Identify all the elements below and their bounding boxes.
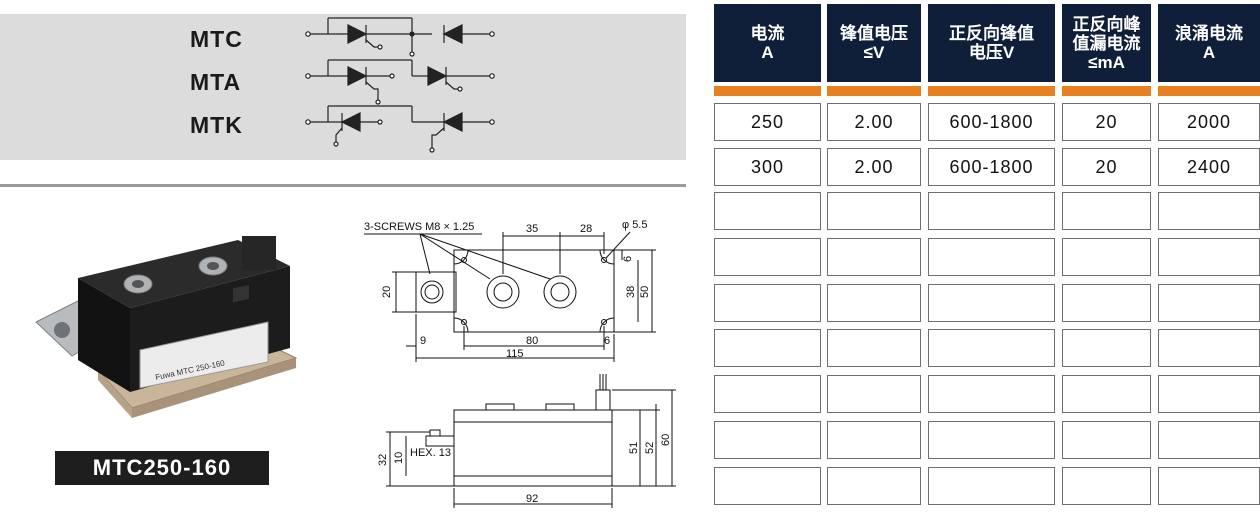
dim-32: 32 bbox=[377, 454, 389, 466]
table-cell bbox=[1158, 375, 1260, 413]
header-accent-bar bbox=[714, 86, 821, 96]
table-cell bbox=[1062, 284, 1151, 322]
table-cell bbox=[1158, 284, 1260, 322]
dim-10: 10 bbox=[393, 452, 405, 464]
table-cell bbox=[827, 467, 921, 505]
mtk-schematic bbox=[305, 105, 495, 153]
table-cell: 2000 bbox=[1158, 103, 1260, 141]
type-label-mta: MTA bbox=[190, 69, 242, 95]
table-cell bbox=[1062, 329, 1151, 367]
header-accent-bar bbox=[827, 86, 921, 96]
table-cell: 300 bbox=[714, 148, 821, 186]
table-cell: 250 bbox=[714, 103, 821, 141]
screws-note: 3-SCREWS M8 × 1.25 bbox=[364, 221, 474, 233]
table-cell bbox=[714, 284, 821, 322]
header-accent-bar bbox=[928, 86, 1055, 96]
table-cell bbox=[714, 421, 821, 459]
table-cell bbox=[827, 375, 921, 413]
table-cell bbox=[827, 192, 921, 230]
table-cell bbox=[928, 375, 1055, 413]
table-cell bbox=[928, 329, 1055, 367]
table-cell bbox=[928, 421, 1055, 459]
section-divider bbox=[0, 184, 686, 187]
dimension-drawing: 3-SCREWS M8 × 1.25 35 28 φ 5.5 6 20 38 5… bbox=[364, 219, 676, 508]
header-peak-voltage: 锋值电压 ≤V bbox=[827, 4, 921, 82]
table-cell: 600-1800 bbox=[928, 148, 1055, 186]
table-cell bbox=[1158, 467, 1260, 505]
header-accent-bar bbox=[1062, 86, 1151, 96]
table-cell bbox=[928, 238, 1055, 276]
table-cell bbox=[827, 238, 921, 276]
dim-6-side: 6 bbox=[622, 256, 634, 262]
dim-6-bottom: 6 bbox=[604, 335, 610, 347]
dim-60: 60 bbox=[660, 434, 672, 446]
dim-35: 35 bbox=[526, 223, 538, 235]
dim-92: 92 bbox=[526, 493, 538, 505]
header-repetitive-peak-voltage: 正反向锋值 电压V bbox=[928, 4, 1055, 82]
dim-hole: φ 5.5 bbox=[622, 219, 647, 231]
dim-9: 9 bbox=[420, 335, 426, 347]
mta-schematic bbox=[305, 59, 495, 105]
dim-50: 50 bbox=[639, 286, 651, 298]
table-cell bbox=[1062, 467, 1151, 505]
product-caption: MTC250-160 bbox=[55, 451, 269, 485]
table-cell bbox=[928, 467, 1055, 505]
dim-28: 28 bbox=[580, 223, 592, 235]
table-cell bbox=[1158, 421, 1260, 459]
header-leakage-current: 正反向峰 值漏电流 ≤mA bbox=[1062, 4, 1151, 82]
table-cell bbox=[827, 421, 921, 459]
dim-51: 51 bbox=[628, 442, 640, 454]
side-view: 32 10 HEX. 13 51 52 60 92 bbox=[377, 374, 676, 508]
header-accent-bar bbox=[1158, 86, 1260, 96]
table-cell bbox=[827, 284, 921, 322]
table-cell bbox=[714, 375, 821, 413]
table-cell: 2400 bbox=[1158, 148, 1260, 186]
table-cell bbox=[1062, 375, 1151, 413]
table-cell: 600-1800 bbox=[928, 103, 1055, 141]
dim-80: 80 bbox=[526, 335, 538, 347]
table-cell bbox=[1158, 329, 1260, 367]
dim-38: 38 bbox=[625, 286, 637, 298]
table-cell bbox=[1062, 421, 1151, 459]
table-cell bbox=[714, 467, 821, 505]
table-cell: 2.00 bbox=[827, 148, 921, 186]
dim-115: 115 bbox=[506, 348, 524, 360]
product-photo: Fuwa MTC 250-160 bbox=[35, 236, 298, 418]
dim-20: 20 bbox=[381, 286, 393, 298]
header-current: 电流 A bbox=[714, 4, 821, 82]
table-cell bbox=[1158, 192, 1260, 230]
mtc-schematic bbox=[305, 17, 495, 57]
circuit-type-panel bbox=[0, 14, 686, 160]
table-cell: 2.00 bbox=[827, 103, 921, 141]
table-cell bbox=[827, 329, 921, 367]
dim-52: 52 bbox=[644, 442, 656, 454]
table-cell bbox=[714, 192, 821, 230]
header-surge-current: 浪涌电流 A bbox=[1158, 4, 1260, 82]
table-cell bbox=[714, 329, 821, 367]
table-cell bbox=[1062, 238, 1151, 276]
table-cell bbox=[1062, 192, 1151, 230]
hex-note: HEX. 13 bbox=[410, 447, 451, 459]
table-cell: 20 bbox=[1062, 148, 1151, 186]
circuit-schematics bbox=[305, 17, 495, 153]
table-cell bbox=[1158, 238, 1260, 276]
table-cell bbox=[928, 284, 1055, 322]
type-label-mtk: MTK bbox=[190, 112, 243, 138]
table-cell: 20 bbox=[1062, 103, 1151, 141]
top-view: 3-SCREWS M8 × 1.25 35 28 φ 5.5 6 20 38 5… bbox=[364, 219, 656, 362]
table-cell bbox=[714, 238, 821, 276]
table-cell bbox=[928, 192, 1055, 230]
type-label-mtc: MTC bbox=[190, 26, 243, 52]
